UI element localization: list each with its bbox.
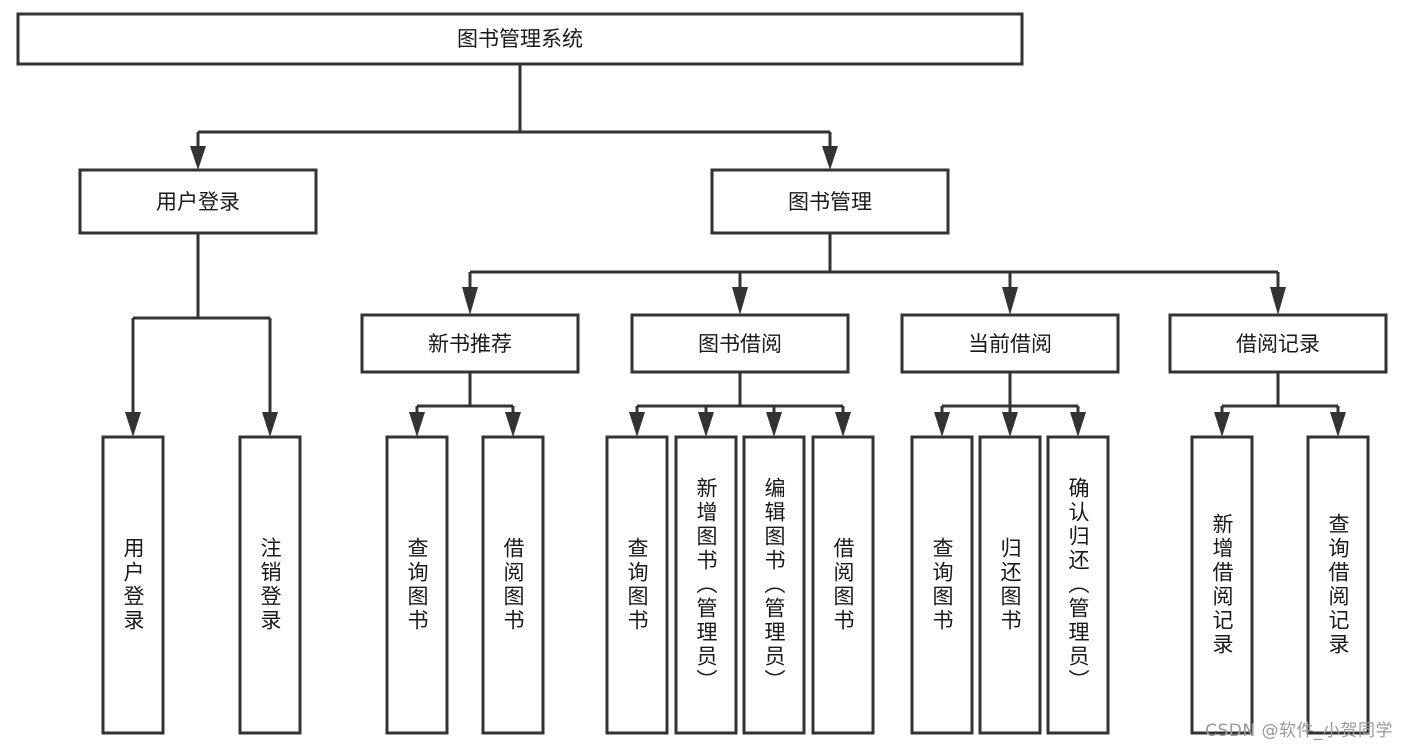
leaf-node-currentborrow-query-book[interactable]: 查询图书: [910, 435, 974, 735]
arrow-head-bookborrow-leaf-2: [698, 412, 714, 437]
leaf-node-query-borrow-record[interactable]: 查询借阅记录: [1306, 435, 1370, 735]
leaf-node-query-borrow-record-box[interactable]: [1306, 435, 1370, 735]
arrow-head-bookborrow-leaf-1: [629, 412, 645, 437]
leaf-node-return-book-box[interactable]: [978, 435, 1042, 735]
leaf-node-add-book-admin-box[interactable]: [674, 435, 738, 735]
node-new-book-recommend-box[interactable]: [360, 313, 580, 374]
leaf-node-confirm-return-admin-box[interactable]: [1046, 435, 1110, 735]
leaf-node-newbook-borrow-book[interactable]: 借阅图书: [481, 435, 545, 735]
leaf-node-newbook-borrow-book-box[interactable]: [481, 435, 545, 735]
node-book-borrow[interactable]: 图书借阅: [630, 313, 850, 374]
leaf-node-user-login-box[interactable]: [101, 435, 165, 735]
leaf-node-bookborrow-query-book[interactable]: 查询图书: [605, 435, 669, 735]
arrow-head-borrowrecord-leaf-1: [1214, 412, 1230, 437]
leaf-node-logout-label: 注销登录: [258, 537, 282, 633]
node-user-login-box[interactable]: [78, 168, 318, 235]
leaf-node-bookborrow-borrow-book-label: 借阅图书: [831, 537, 855, 633]
node-current-borrow-label: 当前借阅: [968, 332, 1052, 356]
arrow-head-currentborrow-leaf-3: [1070, 412, 1086, 437]
leaf-node-bookborrow-query-book-box[interactable]: [605, 435, 669, 735]
leaf-node-bookborrow-borrow-book-box[interactable]: [811, 435, 875, 735]
leaf-node-edit-book-admin-box[interactable]: [742, 435, 806, 735]
node-new-book-recommend[interactable]: 新书推荐: [360, 313, 580, 374]
node-borrow-record-box[interactable]: [1168, 313, 1388, 374]
arrow-head-to-newbook: [462, 287, 478, 315]
connector-group: [125, 64, 1346, 437]
node-book-management-box[interactable]: [710, 168, 950, 235]
leaf-node-bookborrow-query-book-label: 查询图书: [625, 537, 649, 633]
leaf-node-add-book-admin[interactable]: 新增图书（管理员）: [674, 435, 738, 735]
node-borrow-record[interactable]: 借阅记录: [1168, 313, 1388, 374]
leaf-node-edit-book-admin[interactable]: 编辑图书（管理员）: [742, 435, 806, 735]
node-new-book-recommend-label: 新书推荐: [428, 332, 512, 356]
leaf-node-confirm-return-admin-label: 确认归还（管理员）: [1066, 477, 1090, 693]
node-book-borrow-label: 图书借阅: [698, 332, 782, 356]
leaf-node-add-book-admin-label: 新增图书（管理员）: [694, 477, 718, 693]
leaf-node-newbook-borrow-book-label: 借阅图书: [501, 537, 525, 633]
arrow-head-to-currentborrow: [1002, 287, 1018, 315]
leaf-node-newbook-query-book-label: 查询图书: [405, 537, 429, 633]
leaf-node-currentborrow-query-book-box[interactable]: [910, 435, 974, 735]
arrow-head-to-borrowrecord: [1270, 287, 1286, 315]
arrow-head-bookborrow-leaf-4: [835, 412, 851, 437]
arrow-head-bookborrow-leaf-3: [766, 412, 782, 437]
leaf-node-bookborrow-borrow-book[interactable]: 借阅图书: [811, 435, 875, 735]
node-book-management[interactable]: 图书管理: [710, 168, 950, 235]
arrow-head-borrowrecord-leaf-2: [1330, 412, 1346, 437]
node-book-management-label: 图书管理: [788, 190, 872, 214]
leaf-node-currentborrow-query-book-label: 查询图书: [930, 537, 954, 633]
arrow-head-to-bookborrow: [732, 287, 748, 315]
leaf-node-return-book-label: 归还图书: [998, 537, 1022, 633]
arrow-head-currentborrow-leaf-2: [1002, 412, 1018, 437]
leaf-node-add-borrow-record-box[interactable]: [1190, 435, 1254, 735]
node-root-system-label: 图书管理系统: [457, 27, 583, 51]
leaf-node-newbook-query-book[interactable]: 查询图书: [385, 435, 449, 735]
leaf-node-logout[interactable]: 注销登录: [238, 435, 302, 735]
leaf-node-newbook-query-book-box[interactable]: [385, 435, 449, 735]
arrow-head-to-login: [190, 146, 206, 170]
leaf-node-confirm-return-admin[interactable]: 确认归还（管理员）: [1046, 435, 1110, 735]
node-book-borrow-box[interactable]: [630, 313, 850, 374]
leaf-node-edit-book-admin-label: 编辑图书（管理员）: [762, 477, 786, 693]
node-user-login-label: 用户登录: [156, 190, 240, 214]
leaf-node-add-borrow-record[interactable]: 新增借阅记录: [1190, 435, 1254, 735]
node-borrow-record-label: 借阅记录: [1236, 332, 1320, 356]
arrow-head-newbook-leaf-2: [505, 412, 521, 437]
leaf-node-user-login-label: 用户登录: [121, 537, 145, 633]
leaf-node-user-login[interactable]: 用户登录: [101, 435, 165, 735]
leaf-node-return-book[interactable]: 归还图书: [978, 435, 1042, 735]
leaf-node-add-borrow-record-label: 新增借阅记录: [1210, 513, 1234, 657]
leaf-node-logout-box[interactable]: [238, 435, 302, 735]
node-root-system-box[interactable]: [16, 12, 1024, 66]
node-root-system[interactable]: 图书管理系统: [16, 12, 1024, 66]
arrow-head-to-bookmgmt: [822, 146, 838, 170]
arrow-head-login-leaf-1: [125, 412, 141, 437]
arrow-head-login-leaf-2: [262, 412, 278, 437]
node-user-login[interactable]: 用户登录: [78, 168, 318, 235]
leaf-node-query-borrow-record-label: 查询借阅记录: [1326, 513, 1350, 657]
node-current-borrow[interactable]: 当前借阅: [900, 313, 1120, 374]
arrow-head-currentborrow-leaf-1: [934, 412, 950, 437]
node-current-borrow-box[interactable]: [900, 313, 1120, 374]
arrow-head-newbook-leaf-1: [409, 412, 425, 437]
